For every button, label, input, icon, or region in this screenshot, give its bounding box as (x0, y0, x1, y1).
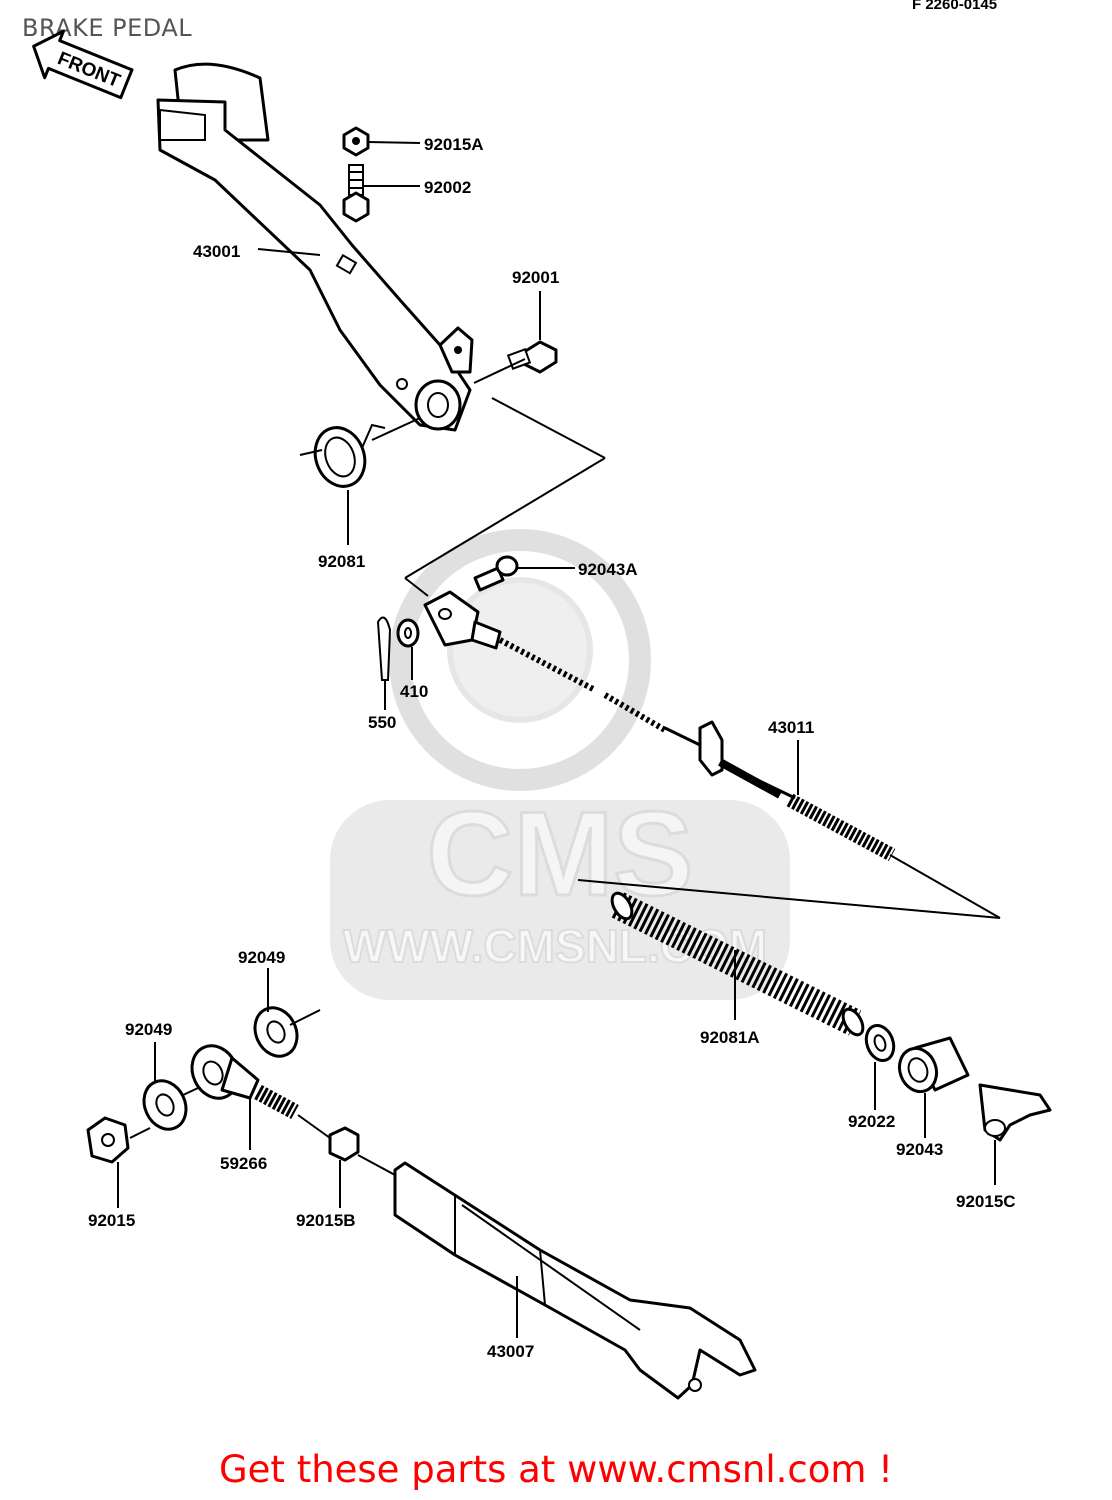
label-92015A: 92015A (424, 135, 484, 154)
label-92081A: 92081A (700, 1028, 760, 1047)
front-arrow: FRONT (32, 29, 134, 100)
pivot-bolt (506, 340, 558, 374)
brake-rod (423, 590, 896, 862)
adjusting-wing-nut (978, 1083, 1052, 1142)
lock-nut (328, 1126, 360, 1162)
label-92081: 92081 (318, 552, 365, 571)
label-92022: 92022 (848, 1112, 895, 1131)
cotter-pin (376, 616, 392, 681)
brake-pedal-arm (156, 62, 474, 432)
label-92015: 92015 (88, 1211, 135, 1230)
spring-washer (864, 1024, 896, 1062)
label-92049-top: 92049 (238, 948, 285, 967)
cms-watermark: CMS WWW.CMSNL.COM (330, 529, 790, 1000)
label-92043: 92043 (896, 1140, 943, 1159)
rod-end-nut (86, 1116, 130, 1164)
label-410: 410 (400, 682, 428, 701)
label-43001: 43001 (193, 242, 240, 261)
watermark-url: WWW.CMSNL.COM (343, 920, 767, 972)
label-92001: 92001 (512, 268, 559, 287)
label-92015B: 92015B (296, 1211, 356, 1230)
label-43007: 43007 (487, 1342, 534, 1361)
document-code: F 2260-0145 (912, 0, 998, 13)
watermark-brand: CMS (427, 787, 694, 921)
rod-end-washer-upper (253, 1006, 321, 1058)
label-92049-left: 92049 (125, 1020, 172, 1039)
label-92043A: 92043A (578, 560, 638, 579)
joint-collar (897, 1036, 970, 1094)
brake-rod-spring (610, 891, 865, 1037)
part-labels: 92015A 92002 43001 92001 92081 92043A 41… (88, 135, 1016, 1361)
adjuster-bolt (342, 164, 370, 223)
return-spring (299, 423, 386, 488)
label-59266: 59266 (220, 1154, 267, 1173)
footer-parts-link[interactable]: Get these parts at www.cmsnl.com ! (218, 1448, 893, 1491)
label-92002: 92002 (424, 178, 471, 197)
label-92015C: 92015C (956, 1192, 1016, 1211)
rod-end (190, 1044, 299, 1120)
assembly-lines (129, 358, 1001, 1176)
label-43011: 43011 (768, 718, 814, 737)
rod-end-washer-lower (142, 1079, 188, 1131)
label-550: 550 (368, 713, 396, 732)
adjuster-nut-upper (342, 126, 370, 157)
clevis-washer (396, 618, 420, 648)
clevis-pin (473, 555, 519, 592)
torque-link (393, 1161, 757, 1400)
leader-lines (117, 141, 996, 1338)
